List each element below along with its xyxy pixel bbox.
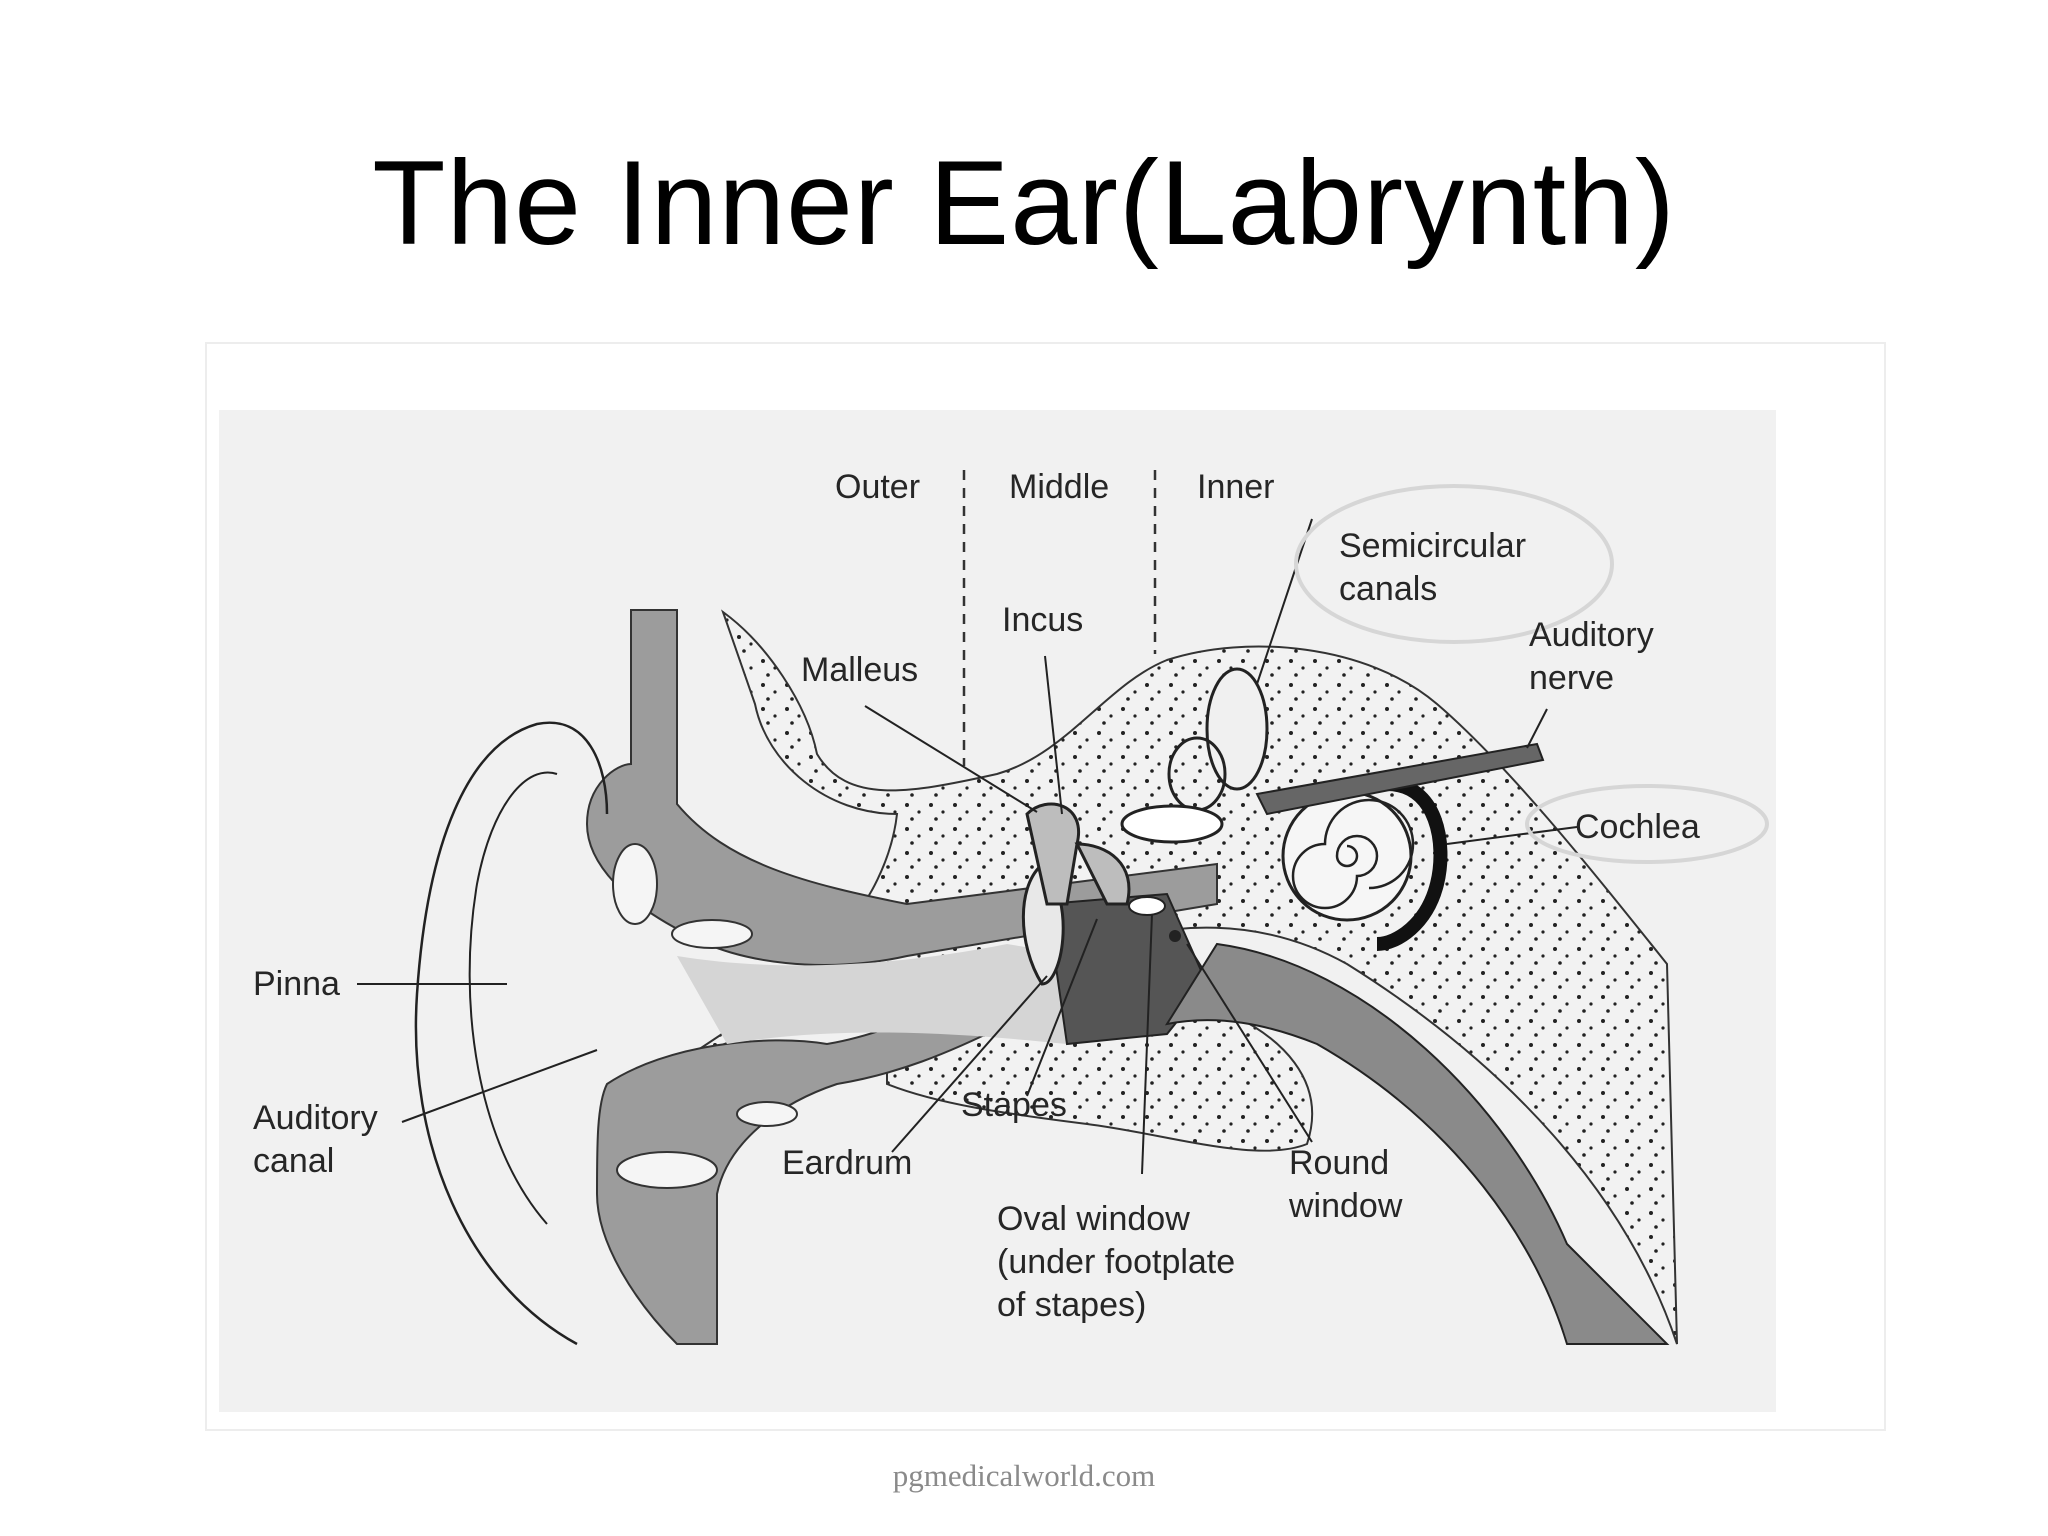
auditory-canal-label-line2: canal	[253, 1142, 334, 1180]
pinna-inner-fold	[468, 771, 558, 1225]
auditory-nerve-label: Auditory	[1529, 616, 1654, 654]
stapes-label: Stapes	[961, 1086, 1067, 1124]
cochlea-label: Cochlea	[1575, 808, 1700, 846]
air-cell	[736, 1101, 798, 1127]
oval-window-label-line3: of stapes)	[997, 1286, 1146, 1324]
region-outer-label: Outer	[835, 468, 920, 506]
canal-wall-lower	[595, 982, 1009, 1345]
round-window-marker	[1169, 930, 1181, 942]
cochlea-outer-wall	[1376, 777, 1448, 951]
air-cell	[616, 1151, 718, 1189]
eustachian-tube	[1164, 942, 1670, 1345]
malleus-bone	[1025, 802, 1081, 906]
ear-anatomy-diagram: Outer Middle Inner Semicircular canals A…	[219, 410, 1776, 1412]
canal-wall-upper	[585, 609, 1218, 966]
semicircular-canals-label: Semicircular	[1339, 527, 1526, 565]
semicircular-highlight	[1294, 484, 1614, 644]
auditory-nerve-bundle	[1255, 742, 1545, 816]
auditory-nerve-label-line2: nerve	[1529, 659, 1614, 697]
semicircular-canals-label-line2: canals	[1339, 570, 1437, 608]
ear-diagram-figure: Outer Middle Inner Semicircular canals A…	[205, 342, 1886, 1431]
incus-label: Incus	[1002, 601, 1083, 639]
region-middle-label: Middle	[1009, 468, 1109, 506]
leader-lines	[357, 518, 1578, 1175]
auditory-canal-shading	[677, 944, 1067, 1044]
stapes-bone	[1128, 896, 1166, 916]
pinna-outline	[414, 721, 609, 1346]
vestibule	[1120, 804, 1224, 844]
incus-bone	[1074, 842, 1131, 906]
oval-window-label-line2: (under footplate	[997, 1243, 1235, 1281]
eardrum-label: Eardrum	[782, 1144, 912, 1182]
air-cell	[671, 919, 753, 949]
auditory-canal-label: Auditory	[253, 1099, 378, 1137]
round-window-label: Round	[1289, 1144, 1389, 1182]
cochlea-highlight	[1525, 784, 1769, 864]
pinna-label: Pinna	[253, 965, 340, 1003]
air-cell	[612, 843, 658, 925]
round-window-label-line2: window	[1288, 1187, 1403, 1225]
semicircular-canal	[1205, 667, 1269, 791]
region-inner-label: Inner	[1197, 468, 1275, 506]
slide-title: The Inner Ear(Labrynth)	[372, 136, 1676, 270]
cochlea-spiral	[1291, 798, 1415, 910]
oval-window-label: Oval window	[997, 1200, 1190, 1238]
malleus-label: Malleus	[801, 651, 918, 689]
source-footer: pgmedicalworld.com	[892, 1458, 1156, 1493]
